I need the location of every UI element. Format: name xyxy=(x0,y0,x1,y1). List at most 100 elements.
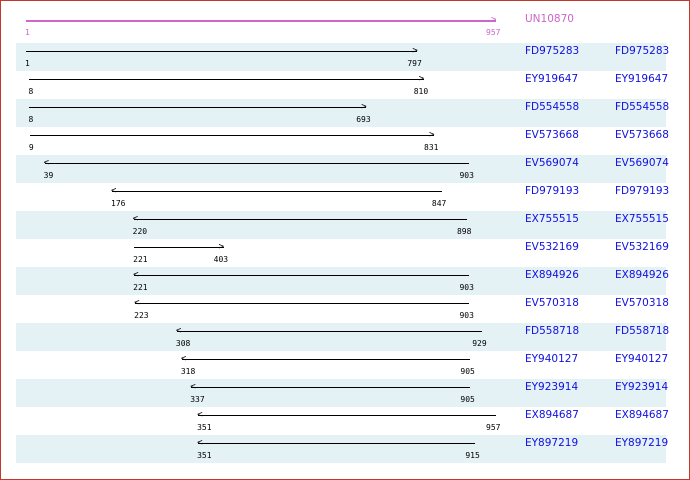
start-position: 8 xyxy=(28,87,34,96)
alignment-id-link[interactable]: EV532169 xyxy=(525,241,579,253)
accession-link[interactable]: FD558718 xyxy=(615,325,670,337)
alignment-bar xyxy=(29,107,367,108)
alignment-row: <39 903 EV569074 EV569074 xyxy=(16,155,669,183)
alignment-bar xyxy=(135,303,470,304)
arrow-right-icon: > xyxy=(429,130,435,140)
alignment-id-link[interactable]: EV573668 xyxy=(525,129,579,141)
accession-link[interactable]: EY923914 xyxy=(615,381,669,393)
end-position: 905 xyxy=(460,395,475,404)
start-position: 221 xyxy=(133,255,148,264)
arrow-left-icon: < xyxy=(190,382,196,392)
alignment-row: <220 898 EX755515 EX755515 xyxy=(16,211,669,239)
accession-link[interactable]: EV570318 xyxy=(615,297,669,309)
accession-link[interactable]: EX755515 xyxy=(615,213,669,225)
arrow-left-icon: < xyxy=(197,410,203,420)
arrow-right-icon: > xyxy=(418,74,425,84)
alignment-row: >9 831 EV573668 EV573668 xyxy=(16,127,669,155)
arrow-left-icon: < xyxy=(132,214,139,224)
arrow-left-icon: < xyxy=(180,354,187,364)
alignment-row: <223 903 EV570318 EV570318 xyxy=(16,295,669,323)
arrow-left-icon: < xyxy=(43,158,50,168)
end-position: 403 xyxy=(213,255,229,264)
alignment-bar xyxy=(198,415,496,416)
arrow-right-icon: > xyxy=(491,15,497,25)
end-position: 903 xyxy=(459,311,474,320)
start-position: 221 xyxy=(133,283,148,292)
alignment-bar xyxy=(134,275,470,276)
alignment-id-link[interactable]: EX894926 xyxy=(525,269,579,281)
alignment-id-link[interactable]: EY923914 xyxy=(525,381,579,393)
end-position: 903 xyxy=(459,171,474,180)
arrow-right-icon: > xyxy=(361,102,367,112)
accession-link[interactable]: EY940127 xyxy=(615,353,669,365)
alignment-row: <221 903 EX894926 EX894926 xyxy=(16,267,669,295)
alignment-bar xyxy=(191,387,471,388)
end-position: 915 xyxy=(465,451,480,460)
start-position: 337 xyxy=(190,395,205,404)
end-position: 957 xyxy=(486,423,501,432)
alignment-id-link[interactable]: EX894687 xyxy=(525,409,579,421)
accession-link[interactable]: EX894926 xyxy=(615,269,669,281)
accession-link[interactable]: FD975283 xyxy=(615,45,670,57)
accession-link[interactable]: EV532169 xyxy=(615,241,669,253)
end-position: 905 xyxy=(460,367,475,376)
alignment-id-link[interactable]: EY897219 xyxy=(525,437,579,449)
accession-link[interactable]: FD979193 xyxy=(615,185,670,197)
arrow-left-icon: < xyxy=(134,298,140,308)
start-position: 1 xyxy=(25,59,30,68)
alignment-id-link[interactable]: EY919647 xyxy=(525,73,579,85)
alignment-id-link[interactable]: FD554558 xyxy=(525,101,580,113)
arrow-left-icon: < xyxy=(111,186,117,196)
arrow-left-icon: < xyxy=(197,438,203,448)
reference-bar xyxy=(26,20,496,22)
end-position: 693 xyxy=(356,115,371,124)
arrow-left-icon: < xyxy=(133,270,139,280)
accession-link[interactable]: EV569074 xyxy=(615,157,669,169)
accession-link[interactable]: EX894687 xyxy=(615,409,669,421)
start-position: 39 xyxy=(43,171,54,180)
alignment-row: >8 810 EY919647 EY919647 xyxy=(16,71,669,99)
end-position: 810 xyxy=(413,87,429,96)
alignment-bar xyxy=(133,219,467,220)
alignment-bar xyxy=(181,359,471,360)
alignment-id-link[interactable]: EY940127 xyxy=(525,353,579,365)
start-position: 9 xyxy=(28,143,34,152)
end-position: 903 xyxy=(459,283,474,292)
start-position: 318 xyxy=(180,367,196,376)
alignment-id-link[interactable]: EX755515 xyxy=(525,213,579,225)
end-position: 831 xyxy=(424,143,439,152)
alignment-row: <351 957 EX894687 EX894687 xyxy=(16,407,669,435)
alignment-id-link[interactable]: EV569074 xyxy=(525,157,579,169)
start-position: 8 xyxy=(28,115,34,124)
alignment-id-link[interactable]: EV570318 xyxy=(525,297,579,309)
alignment-bar xyxy=(26,51,418,52)
alignment-bar xyxy=(134,247,224,248)
alignment-id-link[interactable]: FD979193 xyxy=(525,185,580,197)
end-position: 898 xyxy=(456,227,472,236)
accession-link[interactable]: EY919647 xyxy=(615,73,669,85)
alignment-row: >1 797 FD975283 FD975283 xyxy=(16,43,670,71)
end-position: 957 xyxy=(486,28,501,37)
start-position: 220 xyxy=(132,227,148,236)
end-position: 929 xyxy=(472,339,487,348)
start-position: 223 xyxy=(134,311,149,320)
alignment-bar xyxy=(198,443,476,444)
alignment-bar xyxy=(29,79,424,80)
arrow-right-icon: > xyxy=(412,46,418,56)
start-position: 351 xyxy=(197,423,212,432)
alignment-id-link[interactable]: FD558718 xyxy=(525,325,580,337)
end-position: 797 xyxy=(407,59,422,68)
alignment-row: >8 693 FD554558 FD554558 xyxy=(16,99,670,127)
alignment-bar xyxy=(112,191,442,192)
accession-link[interactable]: EY897219 xyxy=(615,437,669,449)
start-position: 308 xyxy=(175,339,191,348)
accession-link[interactable]: EV573668 xyxy=(615,129,669,141)
accession-link[interactable]: FD554558 xyxy=(615,101,670,113)
start-position: 1 xyxy=(25,28,30,37)
alignment-row: <337 905 EY923914 EY923914 xyxy=(16,379,669,407)
alignment-id-link[interactable]: FD975283 xyxy=(525,45,580,57)
